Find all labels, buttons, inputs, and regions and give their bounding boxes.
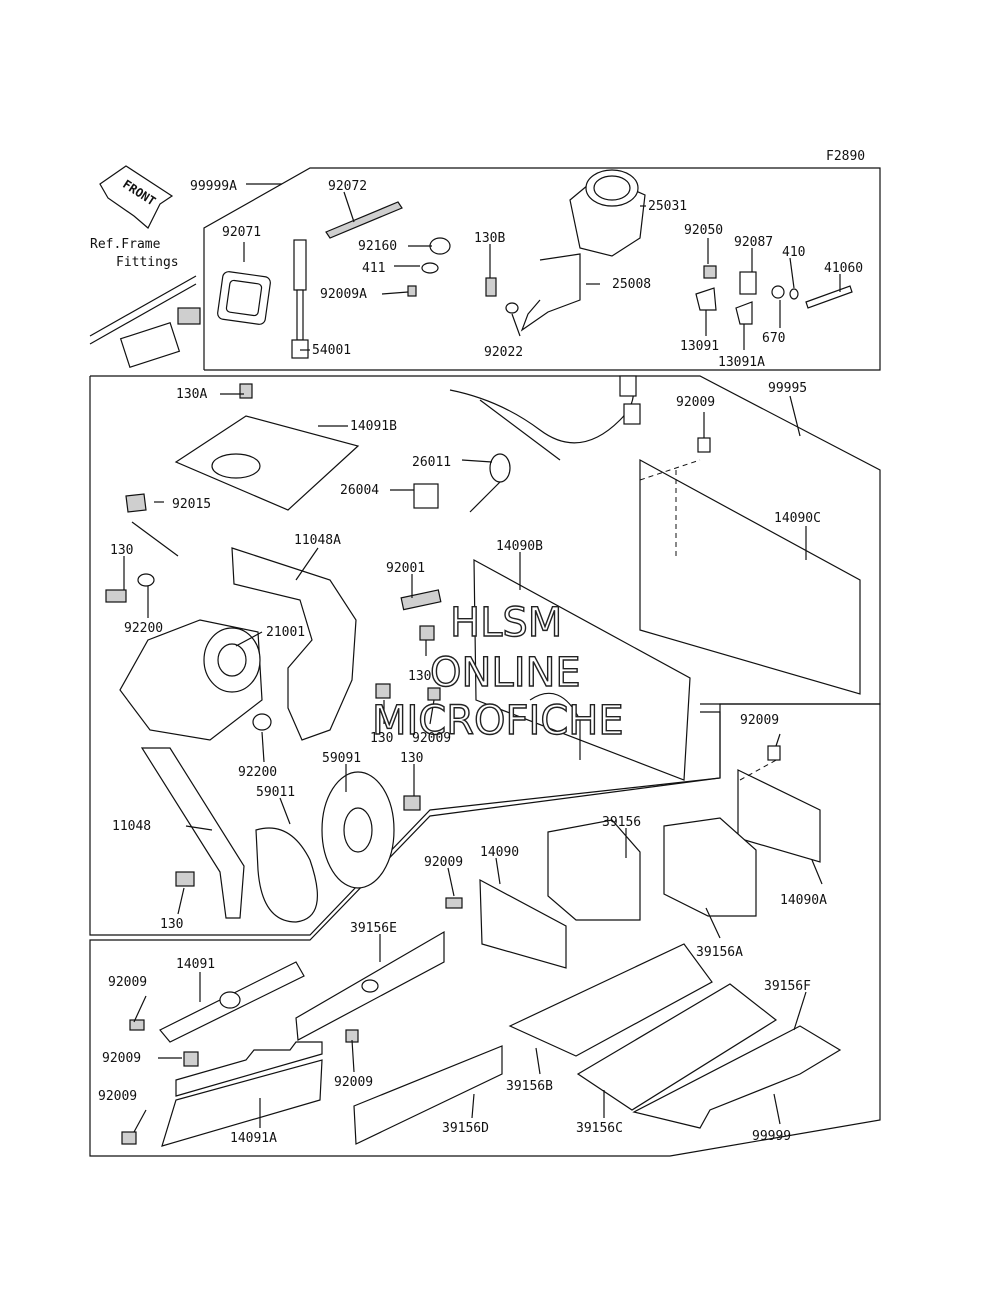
callout-13091: 13091 <box>680 339 719 354</box>
callout-11048: 11048 <box>112 819 151 834</box>
diagram-code: F2890 <box>826 149 865 164</box>
ref-frame-label: Ref.Frame <box>90 237 161 252</box>
callout-39156D: 39156D <box>442 1121 489 1136</box>
callout-92009-b: 92009 <box>412 731 451 746</box>
callout-99995: 99995 <box>768 381 807 396</box>
front-arrow-icon: FRONT <box>99 165 174 229</box>
callout-26011: 26011 <box>412 455 451 470</box>
part-callouts: 99999A 92072 25031 92071 92160 130B 411 … <box>98 179 863 1146</box>
callout-39156F: 39156F <box>764 979 811 994</box>
callout-92200-b: 92200 <box>238 765 277 780</box>
callout-13091A: 13091A <box>718 355 765 370</box>
callout-54001: 54001 <box>312 343 351 358</box>
callout-92009-g: 92009 <box>334 1075 373 1090</box>
callout-39156: 39156 <box>602 815 641 830</box>
callout-39156A: 39156A <box>696 945 743 960</box>
speedometer-kit-parts <box>217 169 853 359</box>
callout-92160: 92160 <box>358 239 397 254</box>
callout-39156C: 39156C <box>576 1121 623 1136</box>
callout-39156B: 39156B <box>506 1079 553 1094</box>
callout-14091A: 14091A <box>230 1131 277 1146</box>
callout-14091B: 14091B <box>350 419 397 434</box>
callout-14091: 14091 <box>176 957 215 972</box>
callout-92050: 92050 <box>684 223 723 238</box>
watermark-line3: MICROFICHE <box>372 698 624 744</box>
callout-130-e: 130 <box>160 917 183 932</box>
bottom-heat-shields <box>121 930 842 1147</box>
callout-92072: 92072 <box>328 179 367 194</box>
callout-26004: 26004 <box>340 483 379 498</box>
callout-410: 410 <box>782 245 805 260</box>
leader-lines <box>123 191 841 1133</box>
callout-92087: 92087 <box>734 235 773 250</box>
watermark: HLSM ONLINE MICROFICHE <box>371 599 624 744</box>
cover-panels-middle <box>473 437 861 863</box>
callout-92071: 92071 <box>222 225 261 240</box>
insulation-pads-middle <box>445 817 757 969</box>
alternator-assembly-drawing <box>105 383 442 923</box>
callout-92009A: 92009A <box>320 287 367 302</box>
callout-92015: 92015 <box>172 497 211 512</box>
callout-92009-e: 92009 <box>108 975 147 990</box>
wiring-harness-drawing <box>413 375 641 513</box>
callout-92001: 92001 <box>386 561 425 576</box>
callout-130-a: 130 <box>110 543 133 558</box>
callout-25031: 25031 <box>648 199 687 214</box>
callout-14090: 14090 <box>480 845 519 860</box>
callout-41060: 41060 <box>824 261 863 276</box>
watermark-line2: ONLINE <box>430 650 581 696</box>
callout-39156E: 39156E <box>350 921 397 936</box>
callout-130A: 130A <box>176 387 207 402</box>
callout-14090B: 14090B <box>496 539 543 554</box>
callout-130-d: 130 <box>400 751 423 766</box>
callout-92009-a: 92009 <box>676 395 715 410</box>
callout-21001: 21001 <box>266 625 305 640</box>
callout-92009-c: 92009 <box>740 713 779 728</box>
callout-59091: 59091 <box>322 751 361 766</box>
ref-fittings-label: Fittings <box>116 255 179 270</box>
callout-92009-h: 92009 <box>98 1089 137 1104</box>
callout-14090A: 14090A <box>780 893 827 908</box>
section-frames <box>89 167 881 1157</box>
callout-130B: 130B <box>474 231 505 246</box>
callout-130-b: 130 <box>408 669 431 684</box>
callout-92200-a: 92200 <box>124 621 163 636</box>
callout-92009-d: 92009 <box>424 855 463 870</box>
frame-fittings-drawing <box>89 275 201 369</box>
callout-11048A: 11048A <box>294 533 341 548</box>
callout-411: 411 <box>362 261 385 276</box>
callout-99999A: 99999A <box>190 179 237 194</box>
callout-25008: 25008 <box>612 277 651 292</box>
callout-92009-f: 92009 <box>102 1051 141 1066</box>
callout-130-c: 130 <box>370 731 393 746</box>
watermark-line1: HLSM <box>450 600 562 646</box>
callout-59011: 59011 <box>256 785 295 800</box>
callout-92022: 92022 <box>484 345 523 360</box>
callout-14090C: 14090C <box>774 511 821 526</box>
callout-670: 670 <box>762 331 785 346</box>
callout-99999: 99999 <box>752 1129 791 1144</box>
